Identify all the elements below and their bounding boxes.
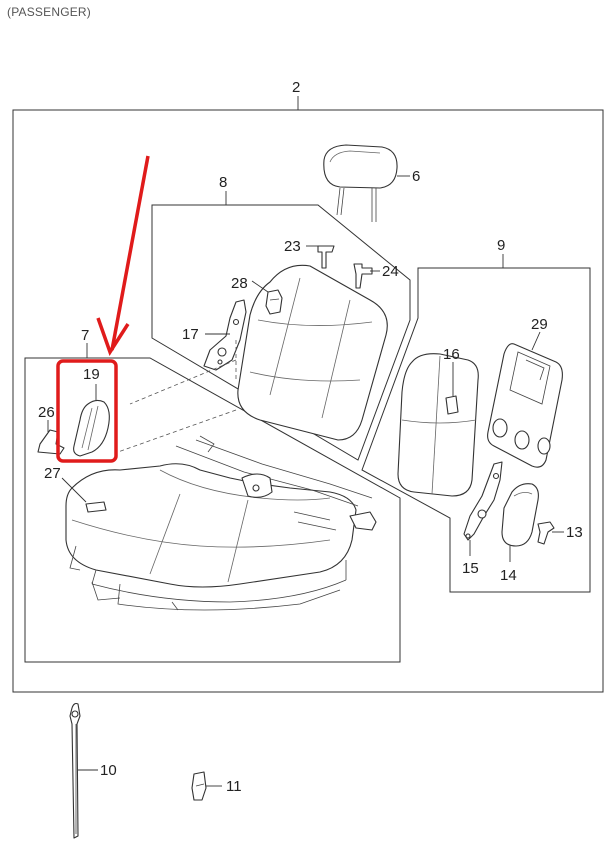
recliner-hinge-15 <box>463 461 503 541</box>
recliner-hinge-17 <box>203 299 247 371</box>
seatback-frame-right <box>361 267 591 593</box>
bolt-24 <box>353 263 373 289</box>
part-number-29: 29 <box>531 316 548 333</box>
bracket-11 <box>191 771 207 801</box>
part-number-7: 7 <box>81 327 89 344</box>
part-number-14: 14 <box>500 567 517 584</box>
seat-frame-rails <box>69 435 377 611</box>
side-cover-14 <box>501 483 539 547</box>
tag-27 <box>85 501 107 513</box>
seat-cushion-frame <box>24 357 401 663</box>
rod-10 <box>69 702 81 839</box>
bolt-23 <box>317 245 335 269</box>
part-number-23: 23 <box>284 238 301 255</box>
part-number-13: 13 <box>566 524 583 541</box>
part-number-28: 28 <box>231 275 248 292</box>
part-number-26: 26 <box>38 404 55 421</box>
arrow-head <box>96 317 130 356</box>
part-number-8: 8 <box>219 174 227 191</box>
clip-28 <box>265 289 283 315</box>
clip-26 <box>37 429 65 455</box>
guide-line-1 <box>129 359 237 405</box>
part-number-17: 17 <box>182 326 199 343</box>
part-number-2: 2 <box>292 79 300 96</box>
highlight-arrow <box>96 155 150 356</box>
headrest <box>323 144 398 222</box>
part-number-16: 16 <box>443 346 460 363</box>
part-number-9: 9 <box>497 237 505 254</box>
part-number-19: 19 <box>83 366 100 383</box>
part-number-24: 24 <box>382 263 399 280</box>
leader-29 <box>531 331 541 351</box>
arrow-shaft <box>110 155 150 351</box>
seatback-frame-left <box>151 204 411 461</box>
part-number-6: 6 <box>412 168 420 185</box>
part-number-10: 10 <box>100 762 117 779</box>
assembly-frame <box>12 109 604 693</box>
diagram-caption: (PASSENGER) <box>7 5 91 19</box>
back-panel-29 <box>487 343 563 468</box>
highlight-box <box>56 359 118 463</box>
part-number-15: 15 <box>462 560 479 577</box>
part-number-11: 11 <box>226 778 242 795</box>
seatback-cushion-right <box>397 353 479 497</box>
seat-cushion <box>65 463 357 611</box>
leader-27 <box>61 477 87 503</box>
strap-19 <box>73 399 110 457</box>
release-lever-13 <box>537 521 555 545</box>
seatback-cushion-left <box>237 264 388 441</box>
leader-28 <box>251 280 269 293</box>
part-number-27: 27 <box>44 465 61 482</box>
guide-line-2 <box>117 409 237 453</box>
